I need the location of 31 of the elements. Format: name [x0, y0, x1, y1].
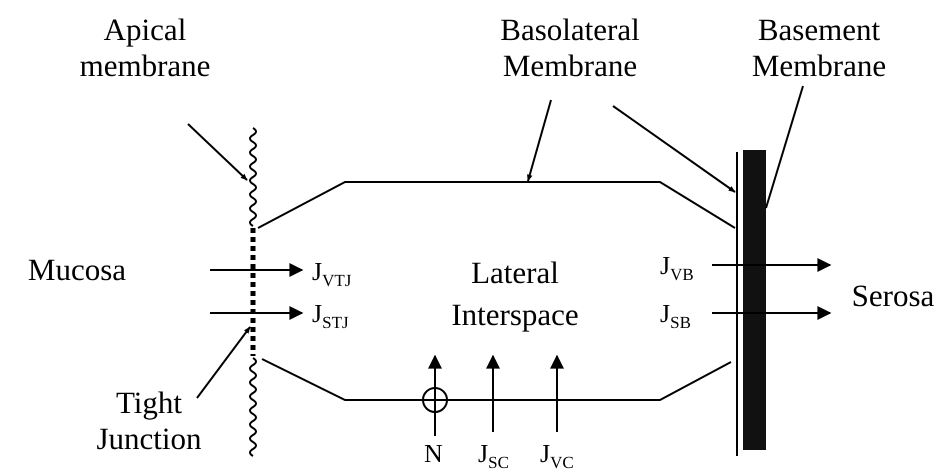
flux-label: J$_{SB}$ — [660, 300, 710, 337]
flux-arrow — [550, 354, 564, 432]
flux-label: J$_{VB}$ — [660, 252, 710, 289]
membrane-label: Apical membrane — [70, 12, 220, 84]
membrane-label: Basolateral Membrane — [470, 12, 670, 84]
leader-arrow — [187, 123, 248, 181]
wavy-membrane-line — [249, 127, 257, 227]
leader-arrow — [196, 326, 251, 399]
flux-label: J$_{VTJ}$ — [312, 258, 372, 295]
basement-membrane-bar — [743, 150, 766, 450]
region-label: Serosa — [850, 278, 936, 314]
region-label: Mucosa — [26, 252, 128, 288]
flux-arrow — [486, 354, 500, 432]
flux-label: N — [424, 440, 446, 468]
flux-arrow — [712, 306, 832, 320]
flux-arrow — [712, 258, 832, 272]
region-label: Lateral Interspace — [450, 254, 580, 334]
flux-arrow — [210, 263, 304, 277]
flux-arrow — [210, 306, 304, 320]
leader-line — [765, 86, 804, 208]
membrane-line — [258, 181, 736, 229]
membrane-label: Basement Membrane — [724, 12, 914, 136]
flux-label: J$_{STJ}$ — [312, 300, 372, 337]
flux-label: J$_{VC}$ — [540, 440, 580, 474]
membrane-line — [736, 152, 738, 456]
flux-arrow — [428, 354, 442, 436]
junction-label: Tight Junction — [84, 385, 214, 457]
leader-arrow — [612, 105, 736, 193]
flux-label: J$_{SC}$ — [478, 440, 512, 474]
tight-junction-line — [250, 228, 256, 356]
leader-arrow — [527, 100, 552, 182]
